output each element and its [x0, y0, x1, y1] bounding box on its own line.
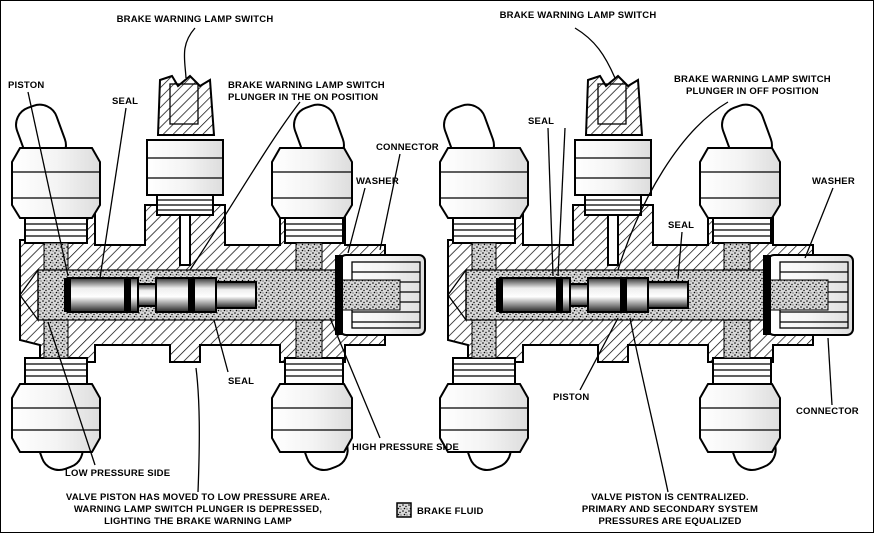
left-caption-line-3: LIGHTING THE BRAKE WARNING LAMP — [104, 516, 292, 527]
right-lamp-switch-label: BRAKE WARNING LAMP SWITCH — [500, 10, 657, 21]
left-caption-line-2: WARNING LAMP SWITCH PLUNGER IS DEPRESSED… — [74, 504, 322, 515]
left-lamp-switch-label: BRAKE WARNING LAMP SWITCH — [117, 14, 274, 25]
left-low-pressure-label: LOW PRESSURE SIDE — [65, 468, 170, 479]
right-caption-line-2: PRIMARY AND SECONDARY SYSTEM — [582, 504, 758, 515]
right-plunger-label-2: PLUNGER IN OFF POSITION — [686, 86, 819, 97]
right-seal-mid-label: SEAL — [668, 220, 694, 231]
left-seal-top-label: SEAL — [112, 96, 138, 107]
right-washer-label: WASHER — [812, 176, 855, 187]
left-piston — [63, 277, 257, 313]
right-piston — [495, 277, 689, 313]
right-connector-label: CONNECTOR — [796, 406, 859, 417]
left-seal-bottom-label: SEAL — [228, 376, 254, 387]
left-high-pressure-label: HIGH PRESSURE SIDE — [352, 442, 459, 453]
left-plunger-label-2: PLUNGER IN THE ON POSITION — [228, 92, 378, 103]
left-connector-label: CONNECTOR — [376, 142, 439, 153]
left-valve — [10, 75, 426, 477]
left-leader-lines — [27, 27, 401, 493]
left-piston-label: PISTON — [8, 80, 44, 91]
right-seal-top-label: SEAL — [528, 116, 554, 127]
left-washer-label: WASHER — [356, 176, 399, 187]
right-valve — [438, 75, 854, 477]
left-plunger-label-1: BRAKE WARNING LAMP SWITCH — [228, 80, 385, 91]
right-leader-lines — [547, 27, 834, 493]
brake-fluid-legend-label: BRAKE FLUID — [417, 506, 484, 517]
right-plunger-label-1: BRAKE WARNING LAMP SWITCH — [674, 74, 831, 85]
left-caption-line-1: VALVE PISTON HAS MOVED TO LOW PRESSURE A… — [66, 492, 330, 503]
right-caption-line-3: PRESSURES ARE EQUALIZED — [598, 516, 741, 527]
right-piston-label: PISTON — [553, 392, 589, 403]
brake-fluid-swatch — [396, 502, 412, 518]
right-caption-line-1: VALVE PISTON IS CENTRALIZED. — [591, 492, 749, 503]
